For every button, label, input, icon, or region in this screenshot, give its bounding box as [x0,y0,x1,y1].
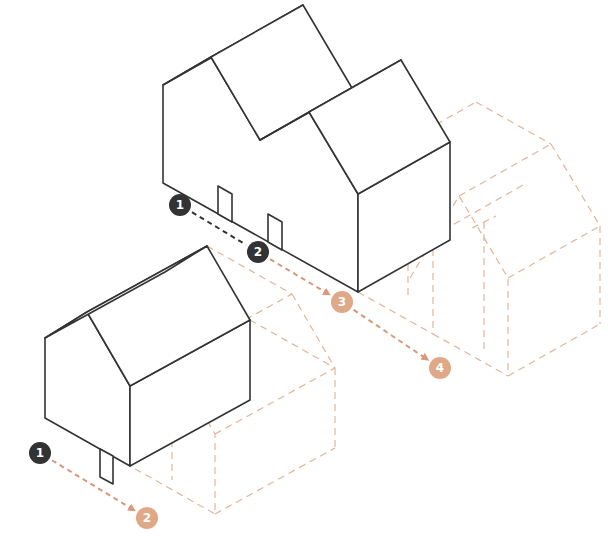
dashed-arrow [270,259,330,295]
dashed-arrow [354,310,429,360]
callout-circle: 2 [247,241,269,263]
callout-circle: 1 [169,194,191,216]
callout-number: 1 [176,199,184,211]
callout-number: 2 [143,512,151,524]
callout-number: 2 [254,246,262,258]
callout-circle: 3 [331,291,353,313]
callout-circle: 4 [429,357,451,379]
callout-circle: 2 [136,507,158,529]
dashed-arrow [52,460,135,510]
callout-number: 1 [36,447,44,459]
callout-number: 3 [338,296,346,308]
dashed-arrow [192,212,246,245]
callout-circle: 1 [29,442,51,464]
callout-number: 4 [436,362,444,374]
house-outline [45,5,450,484]
